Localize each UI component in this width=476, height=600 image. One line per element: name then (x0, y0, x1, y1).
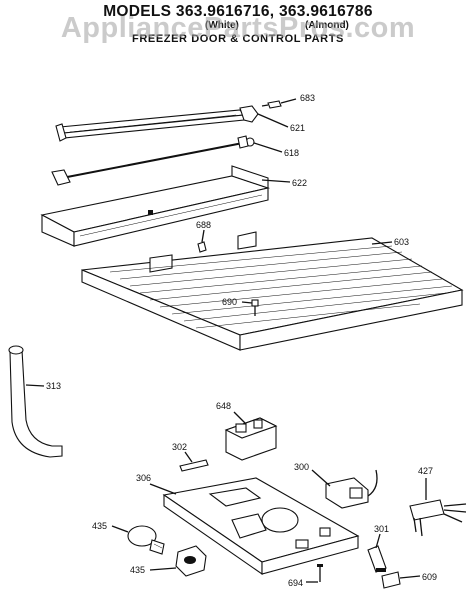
part-300-thermostat-drawing (311, 469, 378, 509)
part-label-603: 603 (394, 237, 409, 247)
part-label-683: 683 (300, 93, 315, 103)
part-621-rail-drawing (55, 105, 289, 142)
part-435-socket-drawing (149, 545, 207, 577)
part-306-housing-drawing (149, 477, 360, 576)
part-label-427: 427 (418, 466, 433, 476)
part-label-618: 618 (284, 148, 299, 158)
part-label-622: 622 (292, 178, 307, 188)
color-variants: (White) (Almond) (0, 20, 476, 32)
part-label-621: 621 (290, 123, 305, 133)
color-almond-label: (Almond) (305, 20, 349, 31)
color-white-label: (White) (205, 20, 239, 31)
part-label-435-bulb: 435 (92, 521, 107, 531)
part-label-688: 688 (196, 220, 211, 230)
part-label-302: 302 (172, 442, 187, 452)
part-label-435-socket: 435 (130, 565, 145, 575)
part-label-300: 300 (294, 462, 309, 472)
models-heading: MODELS 363.9616716, 363.9616786 (103, 3, 373, 20)
part-427-connector-drawing (409, 478, 467, 537)
part-694-screw-drawing (306, 564, 323, 583)
part-609-switch-drawing (381, 571, 421, 589)
part-313-tube-drawing (8, 345, 63, 458)
part-603-panel-drawing (81, 231, 464, 351)
part-622-bracket-drawing (40, 165, 291, 247)
watermark: AppliancePartsPros.com (60, 12, 416, 44)
part-label-609: 609 (422, 572, 437, 582)
part-648-control-drawing (224, 411, 278, 461)
part-label-648: 648 (216, 401, 231, 411)
part-435-bulb-drawing (111, 525, 165, 555)
part-label-301: 301 (374, 524, 389, 534)
part-label-313: 313 (46, 381, 61, 391)
part-301-switch-drawing (367, 533, 387, 573)
part-label-694: 694 (288, 578, 303, 588)
part-label-690: 690 (222, 297, 237, 307)
part-label-306: 306 (136, 473, 151, 483)
part-618-rod-drawing (51, 135, 283, 186)
part-690-screw-drawing (241, 299, 259, 316)
part-683-screw-drawing (261, 98, 297, 109)
part-688-clip-drawing (197, 229, 207, 253)
diagram-subtitle: FREEZER DOOR & CONTROL PARTS (132, 33, 344, 45)
part-302-pin-drawing (179, 451, 209, 472)
